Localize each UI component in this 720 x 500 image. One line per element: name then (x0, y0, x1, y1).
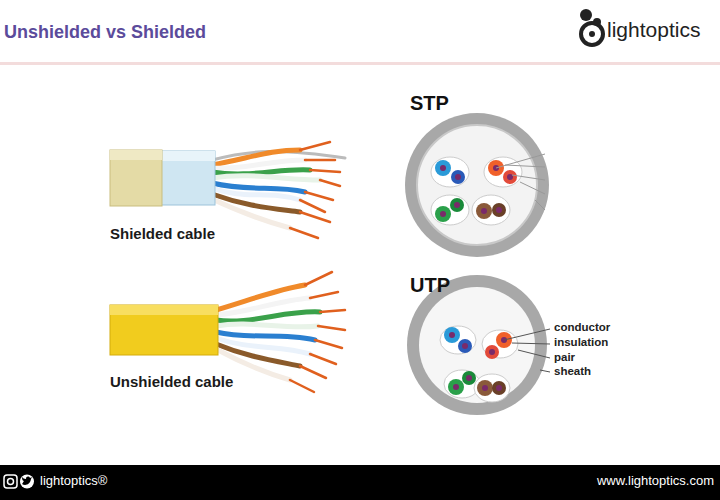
logo-icon (580, 9, 603, 45)
part-label: insulation (554, 336, 608, 349)
page-title: Unshielded vs Shielded (4, 22, 206, 43)
header-rule (0, 62, 720, 65)
unshielded-cable (110, 272, 345, 392)
shielded-cable (110, 142, 345, 238)
part-label: pair (554, 351, 575, 364)
footer-bar (0, 465, 720, 500)
utp-cross-section (407, 275, 550, 415)
stp-cross-section (405, 113, 549, 257)
cable-label: Shielded cable (110, 225, 215, 242)
footer-brand: lightoptics® (40, 474, 107, 489)
footer-url: www.lightoptics.com (597, 474, 714, 489)
part-label: sheath (554, 365, 591, 378)
leader-line (504, 329, 550, 372)
section-label: UTP (410, 274, 450, 297)
social-icons (4, 475, 34, 489)
leader-line (496, 154, 545, 210)
logo-text: lightoptics (607, 18, 700, 42)
cable-label: Unshielded cable (110, 373, 233, 390)
part-label: conductor (554, 321, 610, 334)
section-label: STP (410, 92, 449, 115)
